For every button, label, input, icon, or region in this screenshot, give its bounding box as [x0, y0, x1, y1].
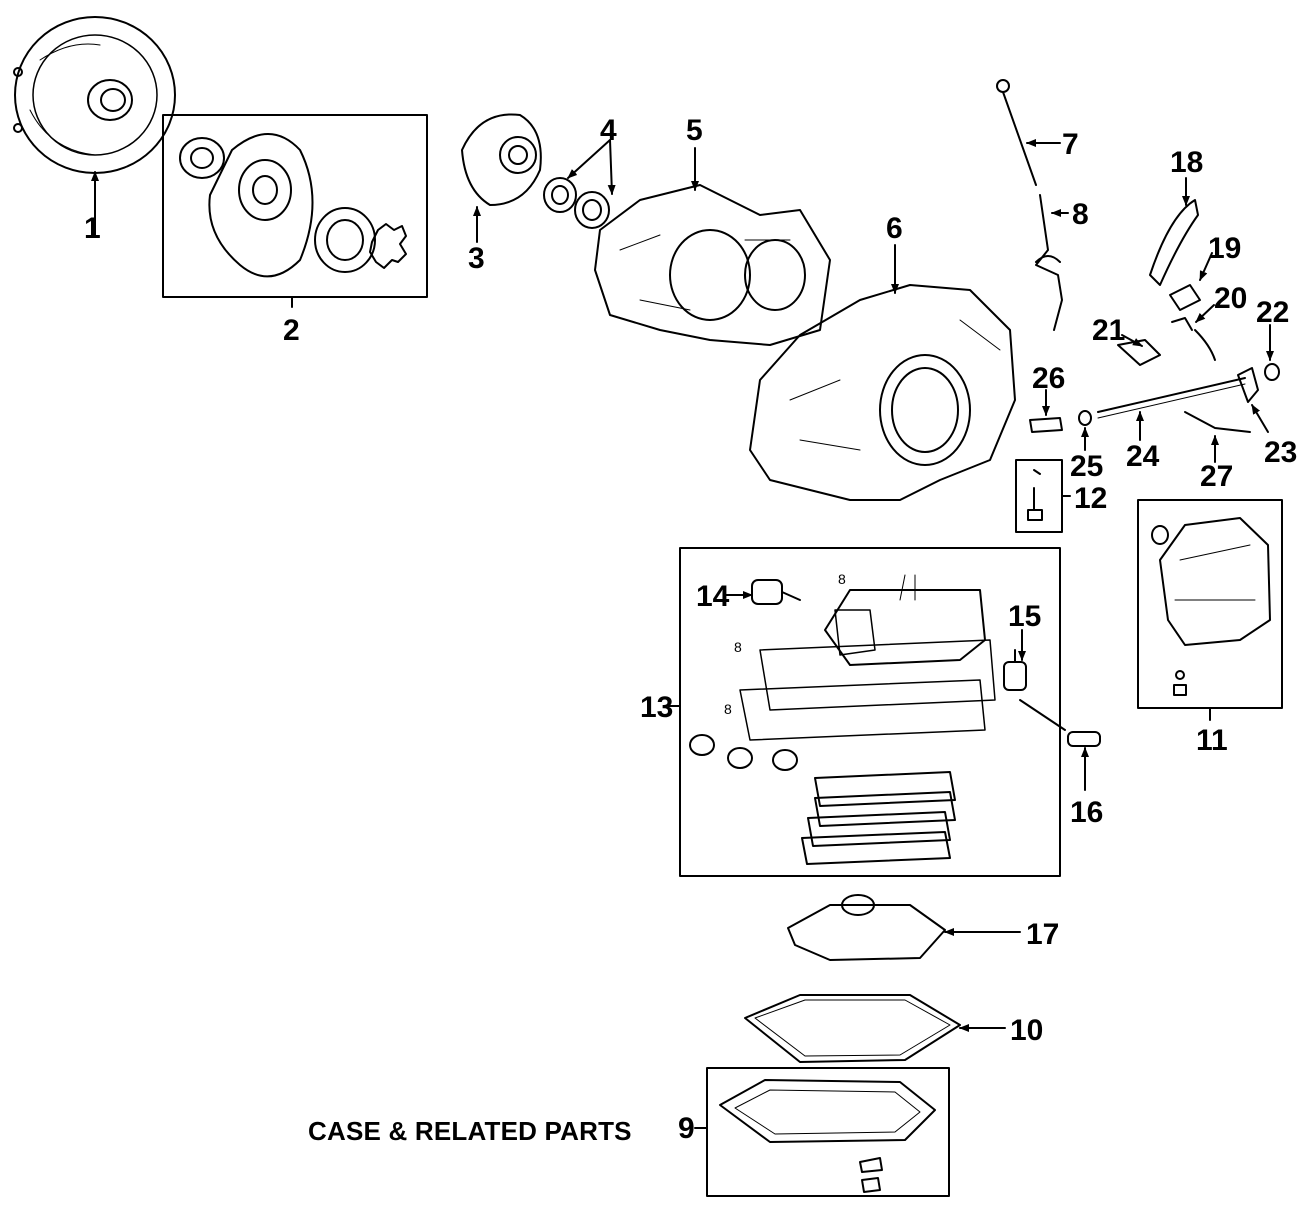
callout-26: 26 — [1032, 362, 1065, 395]
subcallout-8-c: 8 — [724, 701, 732, 717]
callout-3: 3 — [468, 242, 485, 275]
seal-25 — [1078, 410, 1092, 426]
solenoid-15 — [1003, 649, 1027, 691]
callout-18: 18 — [1170, 146, 1203, 179]
callout-11: 11 — [1196, 724, 1228, 757]
oil-pan — [719, 1079, 936, 1193]
subcallout-8-a: 8 — [838, 571, 846, 587]
bolt-12 — [1027, 469, 1043, 521]
group-box-bolt — [1015, 459, 1063, 533]
shift-lever-parts — [1117, 199, 1216, 366]
callout-21: 21 — [1092, 314, 1125, 347]
callout-6: 6 — [886, 212, 903, 245]
callout-7: 7 — [1062, 128, 1079, 161]
detent-lever — [1237, 367, 1259, 403]
manual-shaft — [1097, 377, 1246, 413]
group-box-valve-body — [679, 547, 1061, 877]
callout-15: 15 — [1008, 600, 1041, 633]
callout-13: 13 — [640, 691, 673, 724]
sensor-16 — [1019, 699, 1101, 747]
callout-20: 20 — [1214, 282, 1247, 315]
callout-12: 12 — [1074, 482, 1107, 515]
callout-labels: 1 2 3 4 5 6 7 8 9 10 11 12 13 14 15 16 1… — [84, 114, 1297, 1145]
callout-23: 23 — [1264, 436, 1297, 469]
seal-22 — [1264, 363, 1280, 381]
callout-5: 5 — [686, 114, 703, 147]
subcallout-8-b: 8 — [734, 639, 742, 655]
callout-25: 25 — [1070, 450, 1103, 483]
callout-9: 9 — [678, 1112, 695, 1145]
callout-19: 19 — [1208, 232, 1241, 265]
callout-17: 17 — [1026, 918, 1059, 951]
callout-8: 8 — [1072, 198, 1089, 231]
torque-converter — [13, 16, 176, 174]
callout-10: 10 — [1010, 1014, 1043, 1047]
callout-2: 2 — [283, 314, 300, 347]
solenoid-14 — [751, 579, 801, 605]
callout-4: 4 — [600, 114, 617, 147]
transmission-case — [749, 284, 1016, 501]
oil-pump — [179, 133, 407, 278]
converter-housing — [594, 184, 831, 346]
callout-22: 22 — [1256, 296, 1289, 329]
dipstick-tube — [1035, 194, 1063, 331]
side-cover — [1151, 517, 1271, 696]
oil-filter — [787, 894, 946, 961]
valve-body — [739, 574, 996, 741]
callout-27: 27 — [1200, 460, 1233, 493]
dipstick — [996, 79, 1037, 186]
pump-body — [461, 113, 542, 206]
group-box-side-cover — [1137, 499, 1283, 709]
group-box-oil-pan — [706, 1067, 950, 1197]
group-box-oil-pump — [162, 114, 428, 298]
diagram-caption: CASE & RELATED PARTS — [308, 1116, 632, 1146]
gaskets-plates — [801, 771, 956, 865]
callout-1: 1 — [84, 212, 101, 245]
callout-14: 14 — [696, 580, 730, 613]
callout-24: 24 — [1126, 440, 1160, 473]
callout-16: 16 — [1070, 796, 1103, 829]
spring-27 — [1184, 411, 1251, 433]
seal-rings — [543, 177, 610, 229]
bracket-26 — [1029, 417, 1063, 433]
small-solenoids — [689, 734, 798, 771]
pan-gasket — [744, 994, 961, 1063]
